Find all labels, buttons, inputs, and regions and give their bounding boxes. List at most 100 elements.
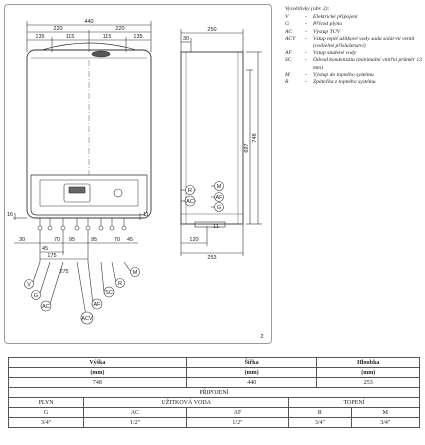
header-hloubka: Hloubka xyxy=(316,357,420,368)
dim-135-right: 135 xyxy=(133,34,142,40)
legend-code: SC xyxy=(285,57,292,64)
header-vyska: Výška xyxy=(8,357,187,368)
table-row: 3/4" 1/2" 1/2" 3/4" 3/4" xyxy=(7,417,421,428)
unit-vyska: (mm) xyxy=(8,367,187,378)
dim-depth: 250 xyxy=(207,27,216,33)
legend-desc: Vstup studené vody xyxy=(313,50,357,57)
legend-dash: - xyxy=(305,28,307,35)
dimensions-table: Výška Šířka Hloubka (mm) (mm) (mm) 748 4… xyxy=(7,357,421,428)
legend-code: V xyxy=(285,14,289,21)
legend-desc: Vstup teplé užitkové vody sada solár-ní … xyxy=(313,35,415,50)
legend-dash: - xyxy=(305,50,307,57)
legend-dash: - xyxy=(305,14,307,21)
legend-dash: - xyxy=(305,35,307,42)
table-row: G AC AF R M xyxy=(7,407,421,418)
dim-748: 748 xyxy=(252,133,258,142)
technical-drawing: 440 220 220 135 115 115 135 30 45 70 95 … xyxy=(7,19,264,340)
col-g: G xyxy=(7,407,85,418)
legend-item: AC -Výstup TUV xyxy=(285,29,423,36)
dim-11-front: 11 xyxy=(143,212,149,218)
legend-item: R-Zpátečka z topného systému xyxy=(285,79,423,86)
table-row: Výška Šířka Hloubka xyxy=(8,357,420,368)
callout-sc: SC xyxy=(105,290,113,296)
dim-135-left: 135 xyxy=(35,34,44,40)
page-number: 2 xyxy=(260,334,263,340)
col-r: R xyxy=(288,407,352,418)
legend-code: R xyxy=(285,79,289,86)
dim-115-left: 115 xyxy=(66,34,75,40)
legend-item: M-Výstup do topného systému xyxy=(285,72,423,79)
dim-right-half: 220 xyxy=(115,26,124,32)
legend-code: G xyxy=(285,21,290,28)
legend-desc: Přívod plynu xyxy=(313,21,343,28)
legend-code: M xyxy=(285,71,290,78)
side-callout-m: M xyxy=(217,184,222,190)
value-hloubka: 253 xyxy=(316,377,420,388)
legend-desc: Výstup TUV xyxy=(313,28,341,35)
dim-275: 275 xyxy=(59,269,68,275)
dim-left-half: 220 xyxy=(53,26,62,32)
dim-95b: 95 xyxy=(91,237,97,243)
val-m: 3/4" xyxy=(350,417,421,428)
side-callout-r: R xyxy=(188,188,192,194)
dim-45: 45 xyxy=(42,246,48,252)
legend-item: ACV -Vstup teplé užitkové vody sada solár… xyxy=(285,36,423,50)
dim-30-side: 30 xyxy=(183,36,189,42)
val-ac: 1/2" xyxy=(83,417,187,428)
legend-item: SC -Odvod kondenzátu (minimální vnitřní p… xyxy=(285,57,423,71)
val-r: 3/4" xyxy=(288,417,352,428)
legend-code: AF xyxy=(285,50,292,57)
legend: Vysvětlivky (obr. 2): V-Elektrické připo… xyxy=(285,6,423,86)
header-sirka: Šířka xyxy=(185,357,318,368)
unit-hloubka: (mm) xyxy=(316,367,420,378)
dim-115-right: 115 xyxy=(103,34,112,40)
dim-overall-width: 440 xyxy=(84,19,93,25)
figure-frame xyxy=(4,4,272,344)
dim-70b: 70 xyxy=(114,237,120,243)
col-m: M xyxy=(350,407,421,418)
dim-45b: 45 xyxy=(127,237,133,243)
table-row: (mm) (mm) (mm) xyxy=(8,367,420,378)
dim-30: 30 xyxy=(19,237,25,243)
val-g: 3/4" xyxy=(7,417,85,428)
legend-title: Vysvětlivky (obr. 2): xyxy=(285,6,330,12)
dim-70a: 70 xyxy=(54,237,60,243)
legend-item: G -Přívod plynu xyxy=(285,21,423,28)
legend-code: AC xyxy=(285,28,293,35)
callout-v: V xyxy=(27,282,31,288)
dim-95a: 95 xyxy=(69,237,75,243)
legend-item: V -Elektrické připojení xyxy=(285,14,423,21)
legend-item: AF -Vstup studené vody xyxy=(285,50,423,57)
table-row: PLYN UŽITKOVÁ VODA TOPENÍ xyxy=(7,397,420,408)
callout-g: G xyxy=(34,293,38,299)
col-ac: AC xyxy=(83,407,187,418)
legend-dash: - xyxy=(305,21,307,28)
legend-desc: Odvod kondenzátu (minimální vnitřní prům… xyxy=(313,57,422,71)
header-uzitkova-voda: UŽITKOVÁ VODA xyxy=(83,397,290,408)
header-topeni: TOPENÍ xyxy=(288,397,420,408)
legend-desc: Výstup do topného systému xyxy=(313,71,374,78)
table-row: PŘIPOJENÍ xyxy=(8,387,420,398)
dim-175: 175 xyxy=(47,253,56,259)
header-pripojeni: PŘIPOJENÍ xyxy=(8,387,420,398)
side-callout-ac: AC xyxy=(186,199,194,205)
legend-code: ACV xyxy=(285,35,296,42)
col-af: AF xyxy=(185,407,290,418)
header-plyn: PLYN xyxy=(7,397,85,408)
legend-dash: - xyxy=(305,57,307,64)
callout-ac: AC xyxy=(42,304,50,310)
callout-r: R xyxy=(118,281,122,287)
val-af: 1/2" xyxy=(185,417,290,428)
legend-desc: Elektrické připojení xyxy=(313,14,358,21)
dim-120: 120 xyxy=(189,237,198,243)
side-callout-af: AF xyxy=(215,195,223,201)
callout-m: M xyxy=(133,270,138,276)
value-sirka: 440 xyxy=(185,377,318,388)
callout-af: AF xyxy=(93,302,101,308)
side-callout-g: G xyxy=(217,205,221,211)
dim-11-side: 11 xyxy=(213,224,219,230)
table-row: 748 440 253 xyxy=(8,377,420,388)
dim-697: 697 xyxy=(244,143,250,152)
unit-sirka: (mm) xyxy=(185,367,318,378)
dim-16: 16 xyxy=(7,212,13,218)
